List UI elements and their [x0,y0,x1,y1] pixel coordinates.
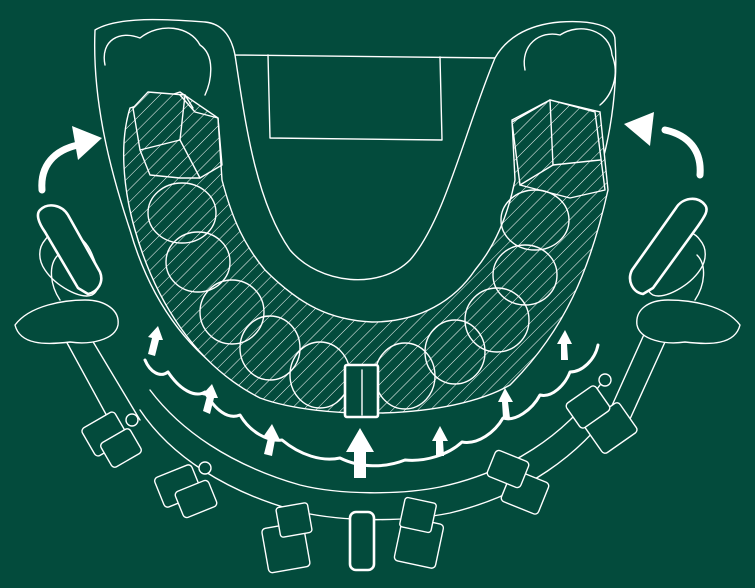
bracket-right-1 [565,374,639,455]
curved-arrow-right-icon [624,112,700,175]
arrow-up-icon [202,384,218,414]
bracket-right-2 [486,449,550,515]
arrow-up-icon [346,428,374,478]
arrow-up-icon [498,388,513,418]
bracket-left-1 [81,411,143,469]
bracket-right-3 [394,497,444,569]
arrow-up-icon [557,330,572,360]
arrow-up-icon [148,326,163,356]
curved-arrow-left-icon [42,126,102,190]
bracket-left-2 [153,462,217,519]
left-wing [15,205,118,343]
bracket-center [350,512,374,570]
bracket-left-3 [261,502,312,573]
arrow-up-icon [263,424,280,456]
right-wing [630,199,740,344]
